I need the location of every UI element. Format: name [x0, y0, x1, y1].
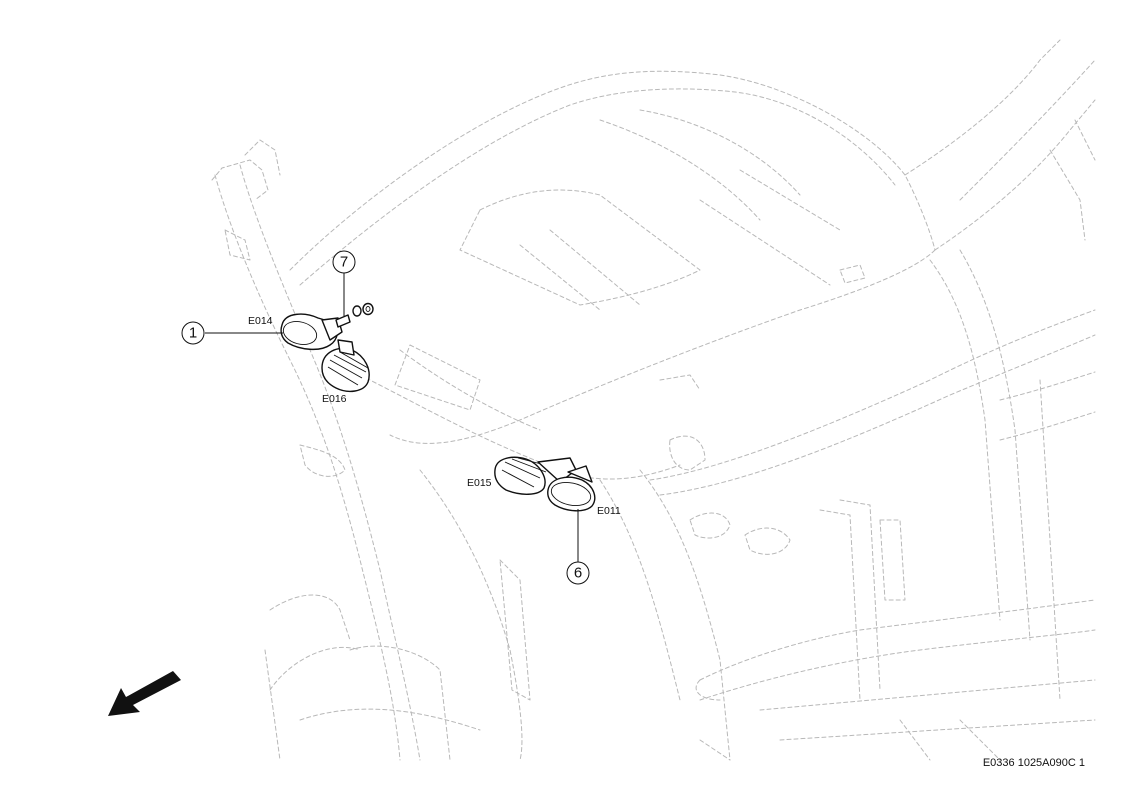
tractor-cab-outline: [211, 39, 1096, 761]
part-code-e014: E014: [248, 315, 273, 327]
drawing-reference: E0336 1025A090C 1: [983, 757, 1085, 769]
part-code-e011: E011: [597, 505, 621, 517]
callout-1: 1: [181, 321, 205, 345]
leader-lines: [205, 273, 579, 562]
callout-1-number: 1: [189, 325, 197, 342]
callout-7-number: 7: [340, 254, 348, 271]
callout-6: 6: [566, 561, 590, 585]
mounting-hardware: [335, 302, 374, 328]
part-code-e016: E016: [322, 393, 347, 405]
work-lamp-e014: [280, 313, 343, 350]
work-lamp-e011: [547, 465, 596, 512]
front-arrow-icon: [108, 671, 181, 716]
work-lamp-e015: [494, 456, 577, 495]
callout-7: 7: [332, 250, 356, 274]
work-lamp-e016: [321, 339, 370, 393]
callout-6-number: 6: [574, 565, 582, 582]
part-code-e015: E015: [467, 477, 492, 489]
